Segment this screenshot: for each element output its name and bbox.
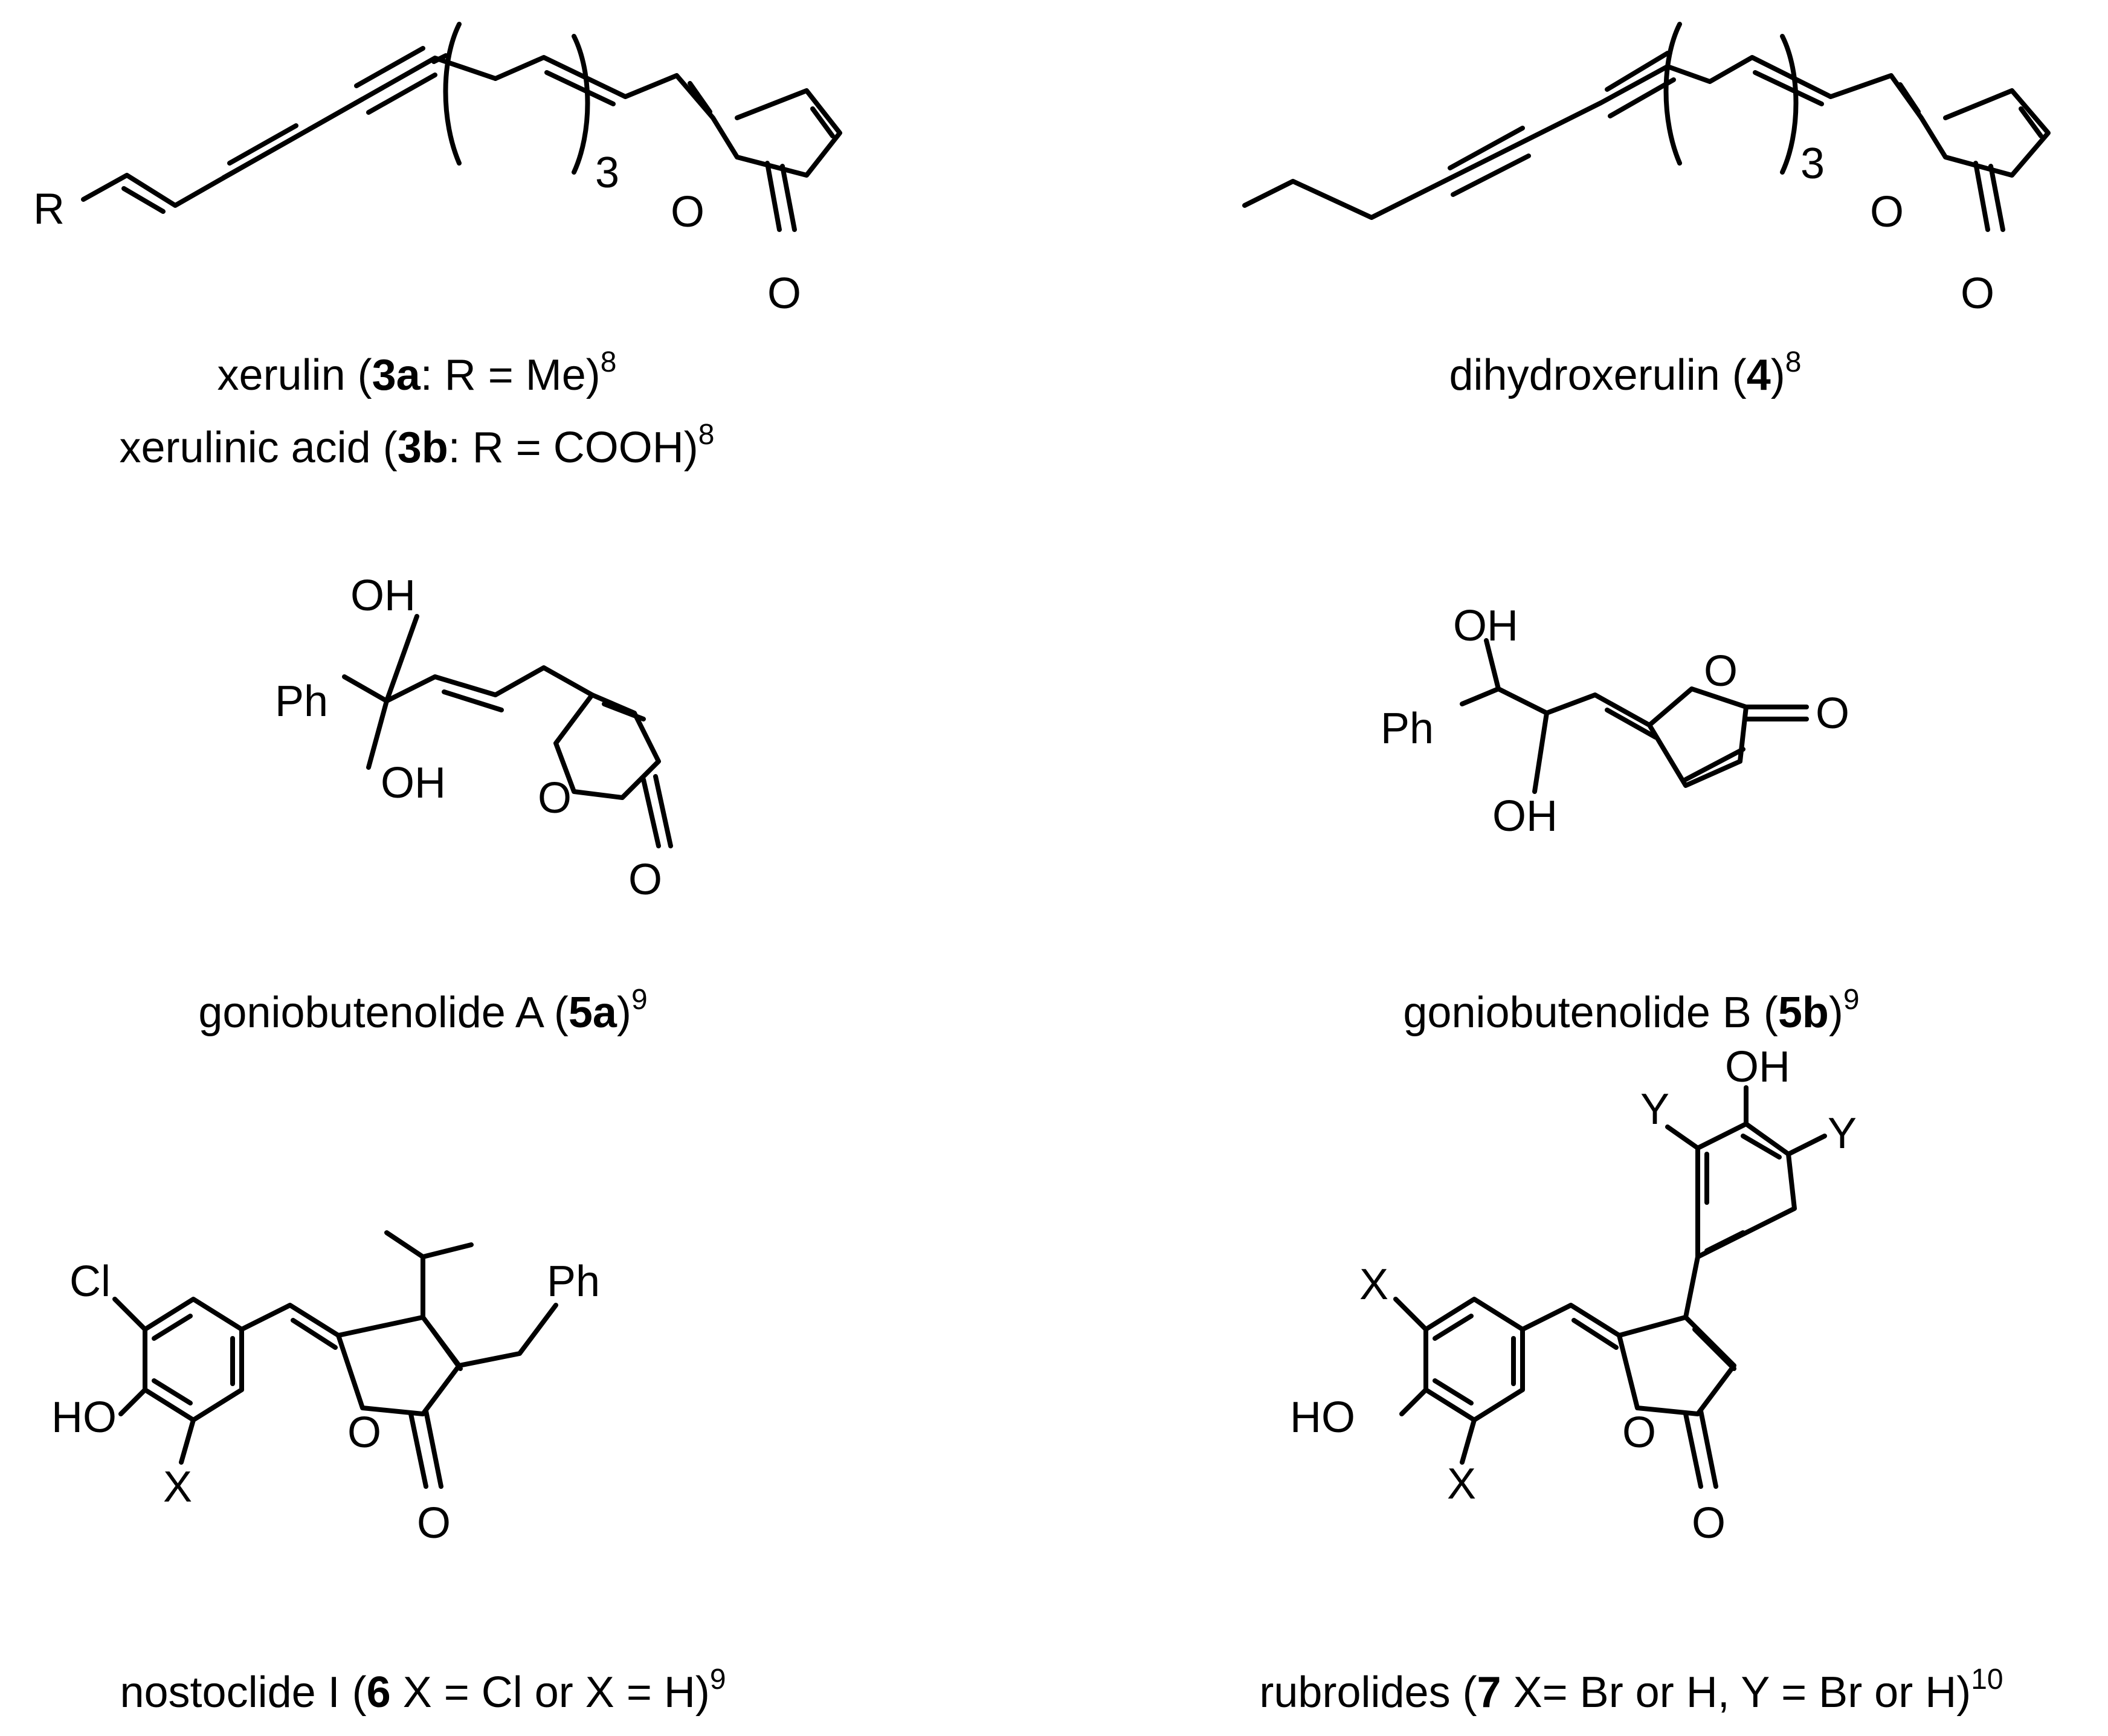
structure-xerulin: R O O 3 bbox=[33, 22, 842, 318]
caption-dihydroxerulin: dihydroxerulin (4)8 bbox=[1449, 346, 1802, 399]
ho-label: HO bbox=[1290, 1393, 1355, 1442]
caption-nostoclide-i: nostoclide I (6 X = Cl or X = H)9 bbox=[120, 1663, 726, 1717]
oh-top-label: OH bbox=[1453, 602, 1518, 650]
oh-bottom-label: OH bbox=[1492, 792, 1558, 841]
ring-o-label: O bbox=[1622, 1408, 1656, 1457]
caption-rubrolides: rubrolides (7 X= Br or H, Y = Br or H)10 bbox=[1259, 1663, 2003, 1717]
carbonyl-o-label: O bbox=[1816, 689, 1849, 738]
ring-o-label: O bbox=[1870, 188, 1904, 236]
repeat-count-label: 3 bbox=[595, 149, 619, 197]
carbonyl-o-label: O bbox=[628, 856, 662, 904]
carbonyl-o-label: O bbox=[1961, 269, 1994, 318]
y-left-label: Y bbox=[1640, 1085, 1669, 1134]
caption-goniobutenolide-a: goniobutenolide A (5a)9 bbox=[198, 984, 647, 1037]
ring-o-label: O bbox=[347, 1408, 381, 1457]
cl-label: Cl bbox=[69, 1257, 111, 1306]
ring-o-label: O bbox=[538, 774, 572, 822]
x-bottom-label: X bbox=[1447, 1460, 1476, 1508]
carbonyl-o-label: O bbox=[1692, 1499, 1726, 1547]
x-label: X bbox=[163, 1463, 192, 1511]
ph-label: Ph bbox=[275, 677, 328, 726]
structure-goniobutenolide-a: OH Ph OH O O bbox=[275, 572, 673, 904]
caption-goniobutenolide-b: goniobutenolide B (5b)9 bbox=[1403, 984, 1859, 1037]
ring-o-label: O bbox=[671, 188, 704, 236]
carbonyl-o-label: O bbox=[417, 1499, 451, 1547]
ph-label: Ph bbox=[1381, 705, 1434, 753]
ring-o-label: O bbox=[1704, 647, 1738, 695]
ph-label: Ph bbox=[547, 1257, 600, 1306]
structure-dihydroxerulin: O O 3 bbox=[1242, 22, 2051, 318]
carbonyl-o-label: O bbox=[767, 269, 801, 318]
structure-goniobutenolide-b: OH Ph OH O O bbox=[1381, 602, 1849, 841]
structure-nostoclide-i: Cl HO X Ph O O bbox=[51, 1230, 600, 1547]
structure-rubrolides: OH Y Y X HO X O O bbox=[1290, 1043, 1857, 1547]
y-right-label: Y bbox=[1828, 1109, 1857, 1158]
repeat-count-label: 3 bbox=[1800, 140, 1825, 188]
x-top-label: X bbox=[1359, 1260, 1388, 1309]
caption-xerulin: xerulin (3a: R = Me)8 bbox=[218, 346, 617, 399]
oh-label: OH bbox=[1725, 1043, 1790, 1091]
ho-label: HO bbox=[51, 1393, 117, 1442]
oh-top-label: OH bbox=[350, 572, 416, 620]
oh-bottom-label: OH bbox=[381, 759, 446, 807]
caption-xerulinic-acid: xerulinic acid (3b: R = COOH)8 bbox=[120, 419, 715, 472]
r-label: R bbox=[33, 185, 65, 233]
